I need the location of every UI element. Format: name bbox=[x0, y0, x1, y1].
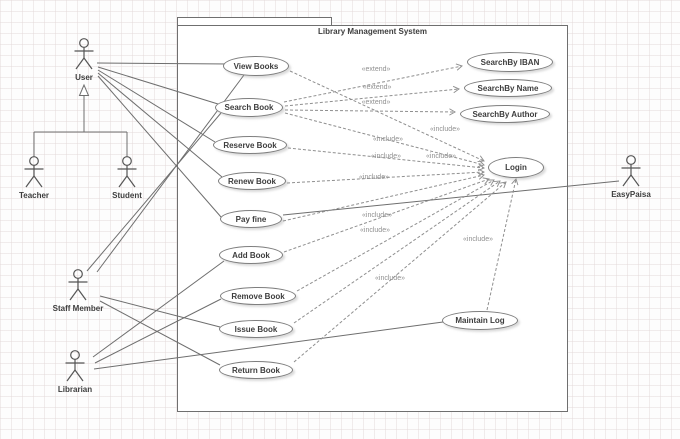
actor-user[interactable]: User bbox=[71, 38, 97, 82]
actor-label: Staff Member bbox=[52, 304, 104, 313]
usecase-searchby-author[interactable]: SearchBy Author bbox=[460, 105, 550, 123]
generalization-arrowhead-icon bbox=[78, 83, 90, 96]
actor-easypaisa[interactable]: EasyPaisa bbox=[611, 155, 651, 199]
actor-student[interactable]: Student bbox=[112, 156, 142, 200]
usecase-remove-book[interactable]: Remove Book bbox=[220, 287, 296, 305]
stick-figure-icon bbox=[68, 269, 88, 301]
stereotype-include-label: «include» bbox=[362, 212, 392, 219]
usecase-reserve-book[interactable]: Reserve Book bbox=[213, 136, 287, 154]
stereotype-include-label: «include» bbox=[375, 275, 405, 282]
stereotype-include-label: «include» bbox=[360, 227, 390, 234]
stereotype-include-label: «include» bbox=[430, 126, 460, 133]
stick-figure-icon bbox=[117, 156, 137, 188]
actor-label: EasyPaisa bbox=[611, 190, 651, 199]
stereotype-include-label: «include» bbox=[373, 136, 403, 143]
usecase-view-books[interactable]: View Books bbox=[223, 56, 289, 76]
usecase-search-book[interactable]: Search Book bbox=[215, 98, 283, 117]
stereotype-extend-label: «extend» bbox=[362, 84, 392, 91]
stereotype-include-label: «include» bbox=[371, 153, 401, 160]
stereotype-extend-label: «extend» bbox=[361, 66, 391, 73]
actor-librarian[interactable]: Librarian bbox=[58, 350, 92, 394]
usecase-pay-fine[interactable]: Pay fine bbox=[220, 210, 282, 228]
usecase-maintain-log[interactable]: Maintain Log bbox=[442, 311, 518, 330]
usecase-searchby-name[interactable]: SearchBy Name bbox=[464, 79, 552, 97]
system-title: Library Management System bbox=[318, 27, 427, 36]
actor-staff-member[interactable]: Staff Member bbox=[53, 269, 103, 313]
stick-figure-icon bbox=[65, 350, 85, 382]
stereotype-extend-label: «extend» bbox=[361, 99, 391, 106]
actor-label: User bbox=[75, 73, 93, 82]
stereotype-include-label: «include» bbox=[426, 153, 456, 160]
system-boundary-tab bbox=[177, 17, 332, 26]
stick-figure-icon bbox=[24, 156, 44, 188]
usecase-issue-book[interactable]: Issue Book bbox=[219, 320, 293, 338]
stereotype-include-label: «include» bbox=[463, 236, 493, 243]
actor-label: Teacher bbox=[18, 191, 50, 200]
usecase-add-book[interactable]: Add Book bbox=[219, 246, 283, 264]
actor-label: Librarian bbox=[57, 385, 93, 394]
stick-figure-icon bbox=[74, 38, 94, 70]
usecase-return-book[interactable]: Return Book bbox=[219, 361, 293, 379]
actor-label: Student bbox=[112, 191, 142, 200]
usecase-login[interactable]: Login bbox=[488, 157, 544, 178]
stereotype-include-label: «include» bbox=[359, 174, 389, 181]
usecase-searchby-iban[interactable]: SearchBy IBAN bbox=[467, 52, 553, 72]
stick-figure-icon bbox=[621, 155, 641, 187]
actor-teacher[interactable]: Teacher bbox=[18, 156, 50, 200]
usecase-renew-book[interactable]: Renew Book bbox=[218, 172, 286, 190]
